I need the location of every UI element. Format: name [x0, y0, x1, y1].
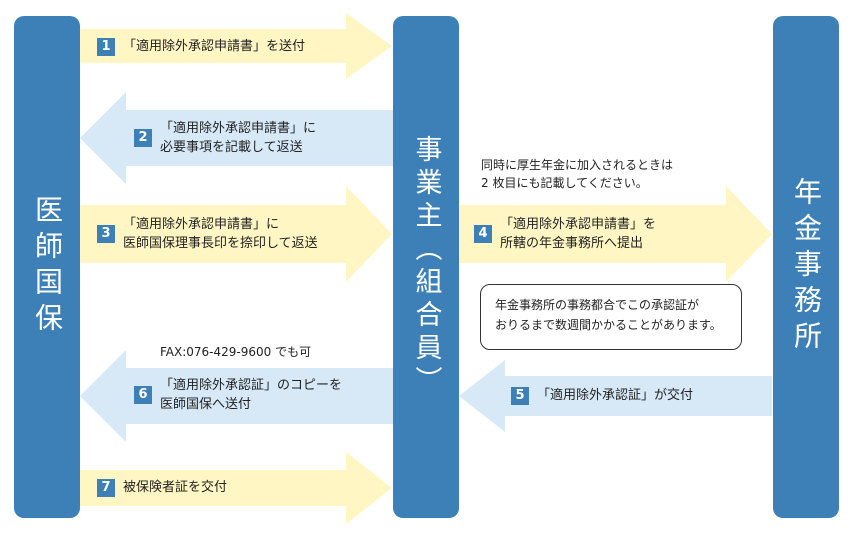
- step-7-text: 被保険者証を交付: [123, 480, 228, 495]
- column-ishi-kokuho: 医師国保: [14, 16, 80, 518]
- note-fax: FAX:076-429-9600 でも可: [160, 343, 311, 361]
- step-number-badge: 6: [134, 386, 152, 404]
- step-4-text-line-1: 「適用除外承認申請書」を: [500, 217, 657, 232]
- note-kosei-line-2: 2 枚目にも記載してください。: [481, 176, 648, 190]
- step-5: 5 「適用除外承認証」が交付: [511, 386, 693, 405]
- step-number-badge: 5: [511, 387, 529, 405]
- step-2-text-line-1: 「適用除外承認申請書」に: [160, 121, 317, 136]
- arrow-step-5: [459, 360, 772, 432]
- arrow-step-2: [80, 92, 393, 184]
- step-number-badge: 1: [97, 38, 115, 56]
- note-fax-text: FAX:076-429-9600 でも可: [160, 345, 312, 359]
- note-box-line-2: おりるまで数週間かかることがあります。: [495, 318, 722, 332]
- step-1: 1 「適用除外承認申請書」を送付: [97, 37, 305, 56]
- column-jigyonushi: 事業主（組合員）: [393, 16, 459, 518]
- step-4-text-line-2: 所轄の年金事務所へ提出: [500, 236, 644, 251]
- step-5-text: 「適用除外承認証」が交付: [537, 388, 694, 403]
- step-2-text-line-2: 必要事項を記載して返送: [160, 140, 303, 155]
- step-3-text-line-1: 「適用除外承認申請書」に: [123, 217, 280, 232]
- step-number-badge: 4: [474, 225, 492, 243]
- note-kosei-line-1: 同時に厚生年金に加入されるときは: [481, 158, 674, 172]
- column-jigyonushi-label: 事業主（組合員）: [410, 135, 442, 399]
- step-3-text-line-2: 医師国保理事長印を捺印して返送: [123, 236, 318, 251]
- step-3: 3 「適用除外承認申請書」に 医師国保理事長印を捺印して返送: [97, 215, 318, 253]
- note-kosei-nenkin: 同時に厚生年金に加入されるときは 2 枚目にも記載してください。: [481, 156, 673, 192]
- step-7: 7 被保険者証を交付: [97, 478, 227, 497]
- step-6-text-line-1: 「適用除外承認証」のコピーを: [160, 378, 343, 393]
- step-4: 4 「適用除外承認申請書」を 所轄の年金事務所へ提出: [474, 215, 656, 253]
- step-6-text-line-2: 医師国保へ送付: [160, 397, 252, 412]
- arrow-step-7: [80, 452, 392, 524]
- note-box-line-1: 年金事務所の事務都合でこの承認証が: [495, 298, 700, 312]
- column-nenkin-jimusho: 年金事務所: [773, 16, 839, 518]
- column-nenkin-jimusho-label: 年金事務所: [790, 177, 823, 357]
- note-box-processing-time: 年金事務所の事務都合でこの承認証が おりるまで数週間かかることがあります。: [480, 284, 742, 350]
- step-2: 2 「適用除外承認申請書」に 必要事項を記載して返送: [134, 119, 316, 157]
- step-1-text: 「適用除外承認申請書」を送付: [123, 39, 306, 54]
- arrow-step-6: [80, 350, 393, 442]
- step-6: 6 「適用除外承認証」のコピーを 医師国保へ送付: [134, 376, 342, 414]
- step-number-badge: 7: [97, 479, 115, 497]
- step-number-badge: 3: [97, 225, 115, 243]
- arrow-step-1: [80, 13, 392, 79]
- arrow-step-4: [459, 186, 772, 282]
- arrow-step-3: [80, 186, 392, 282]
- column-ishi-kokuho-label: 医師国保: [31, 195, 64, 339]
- step-number-badge: 2: [134, 129, 152, 147]
